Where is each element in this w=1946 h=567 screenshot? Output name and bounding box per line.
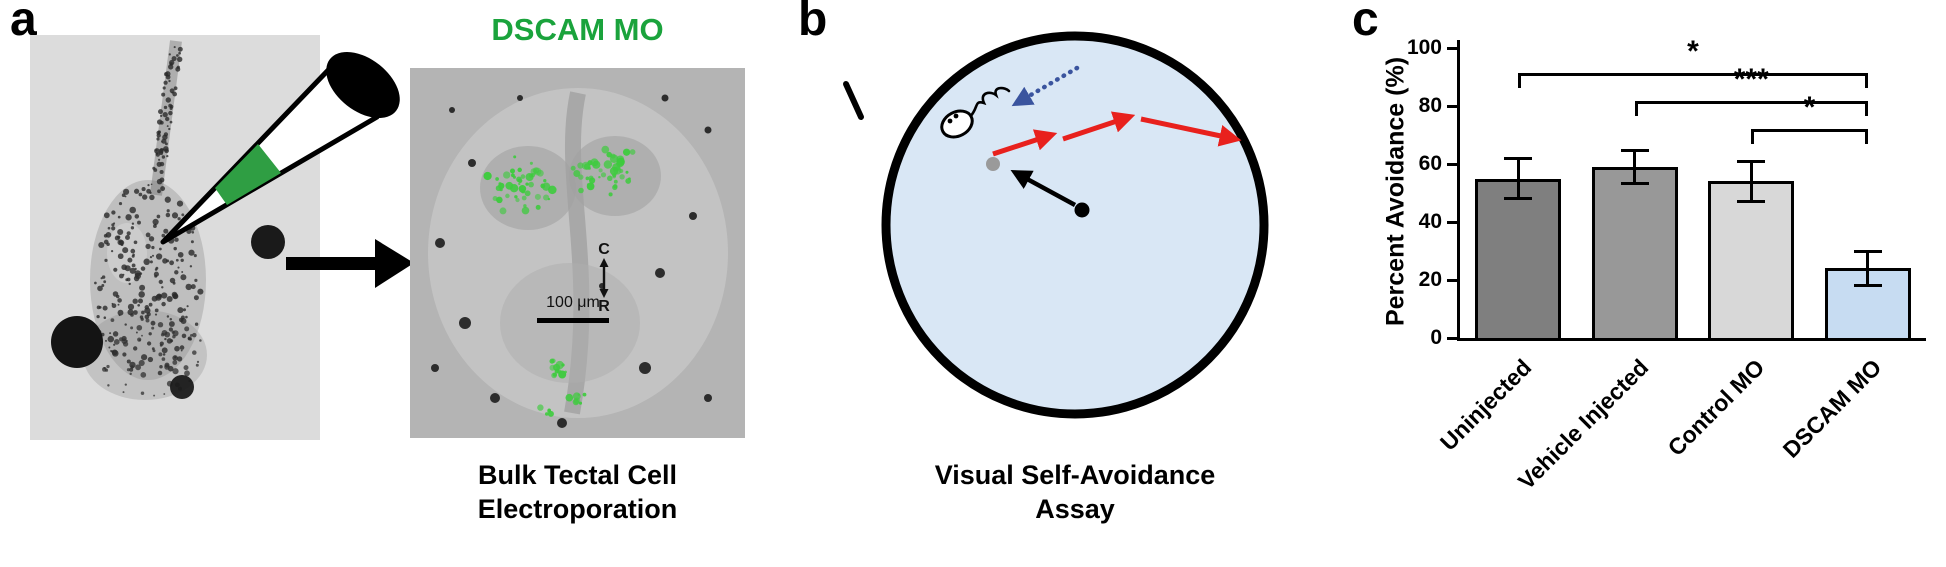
y-tick-mark [1447,47,1457,50]
scale-bar [537,318,609,323]
sig-bracket-tick [1518,73,1522,88]
panel-b-caption-line1: Visual Self-Avoidance [934,460,1216,490]
x-axis [1457,338,1926,341]
pipette-holder [326,52,400,118]
scale-bar-label: 100 μm [546,294,600,311]
orientation-rostral-label: R [598,298,610,315]
sig-label: * [1687,35,1699,68]
tadpole-eye-left [51,316,103,368]
pigment-blob [170,375,194,399]
y-tick-label: 20 [1418,268,1442,291]
y-tick-mark [1447,221,1457,224]
y-tick-label: 100 [1406,36,1442,59]
black-stimulus-dot [1074,202,1090,218]
fluorescence-image: 100 μm C R [410,68,745,438]
error-bar-cap [1620,148,1649,152]
pigment-speckles [83,46,204,397]
sig-label: *** [1733,63,1769,96]
sig-bracket-tick [1751,129,1755,144]
y-tick-label: 40 [1418,210,1442,233]
arrow-right-icon [286,239,414,288]
y-tick-mark [1447,337,1457,340]
tadpole-cartoon [940,86,1011,139]
sig-bracket [1634,101,1868,104]
y-axis-title: Percent Avoidance (%) [1381,56,1410,327]
bar-control-mo [1708,181,1795,341]
y-axis [1457,40,1460,341]
panel-a-caption-line1: Bulk Tectal Cell [477,460,678,490]
panel-b-caption: Visual Self-Avoidance Assay [880,458,1270,526]
bar-vehicle-injected [1591,166,1678,341]
melanophore-spots [431,94,712,428]
tadpole-photo [30,35,414,440]
sig-bracket-tick [1864,73,1868,88]
error-bar-cap [1853,250,1882,253]
sig-bracket-tick [1864,101,1868,116]
orientation-caudal-label: C [598,241,610,258]
fluorescence-micrograph [410,68,745,438]
tadpole-cartoon-eye [953,113,959,119]
panel-a-caption-line2: Electroporation [477,494,678,524]
y-tick-mark [1447,163,1457,166]
fluor-title: DSCAM MO [491,12,664,47]
orientation-marker: C R [591,241,617,315]
error-bar-cap [1737,160,1766,164]
arena-circle [881,31,1269,419]
bar-uninjected [1475,178,1562,341]
y-tick-mark [1447,105,1457,108]
sig-bracket [1751,129,1868,132]
y-tick-label: 60 [1418,152,1442,175]
tadpole-eye-right [251,225,285,259]
sig-bracket-tick [1634,101,1638,116]
error-bar-cap [1737,199,1766,203]
swim-path-arrow-1 [992,129,1058,157]
gfp-labeled-cells [483,145,636,417]
error-bar [1866,251,1870,286]
sig-bracket-tick [1864,129,1868,144]
panel-b-label: b [798,0,828,46]
error-bar [1633,149,1637,185]
y-tick-label: 80 [1418,94,1442,117]
y-tick-mark [1447,279,1457,282]
tadpole-cartoon-eye [947,118,953,124]
behavior-arena-diagram [843,31,1269,419]
error-bar [1749,161,1753,202]
pipette-dye [215,144,281,205]
error-bar [1516,158,1520,199]
error-bar-cap [1504,196,1533,200]
sig-bracket [1518,73,1868,76]
tadpole-cartoon-body [940,109,974,139]
sig-label: * [1803,91,1816,124]
panel-b-caption-line2: Assay [1035,494,1115,524]
tadpole-cartoon-tail [968,86,1011,119]
error-bar-cap [1504,157,1533,161]
error-bar-cap [1853,283,1882,287]
tectum-left [480,146,576,230]
gray-stimulus-dot [986,157,1000,171]
up-down-arrow-icon [599,258,609,298]
y-tick-label: 0 [1430,326,1442,349]
arena-edge-mark [843,81,864,120]
panel-c-label: c [1352,0,1379,46]
approach-dotted-arrow [1011,65,1080,107]
stimulus-motion-arrow [1010,170,1077,207]
error-bar-cap [1620,182,1649,186]
swim-path-arrow-2 [1062,111,1136,142]
panel-a-caption: Bulk Tectal Cell Electroporation [400,458,755,526]
swim-path-arrow-3 [1140,116,1242,147]
